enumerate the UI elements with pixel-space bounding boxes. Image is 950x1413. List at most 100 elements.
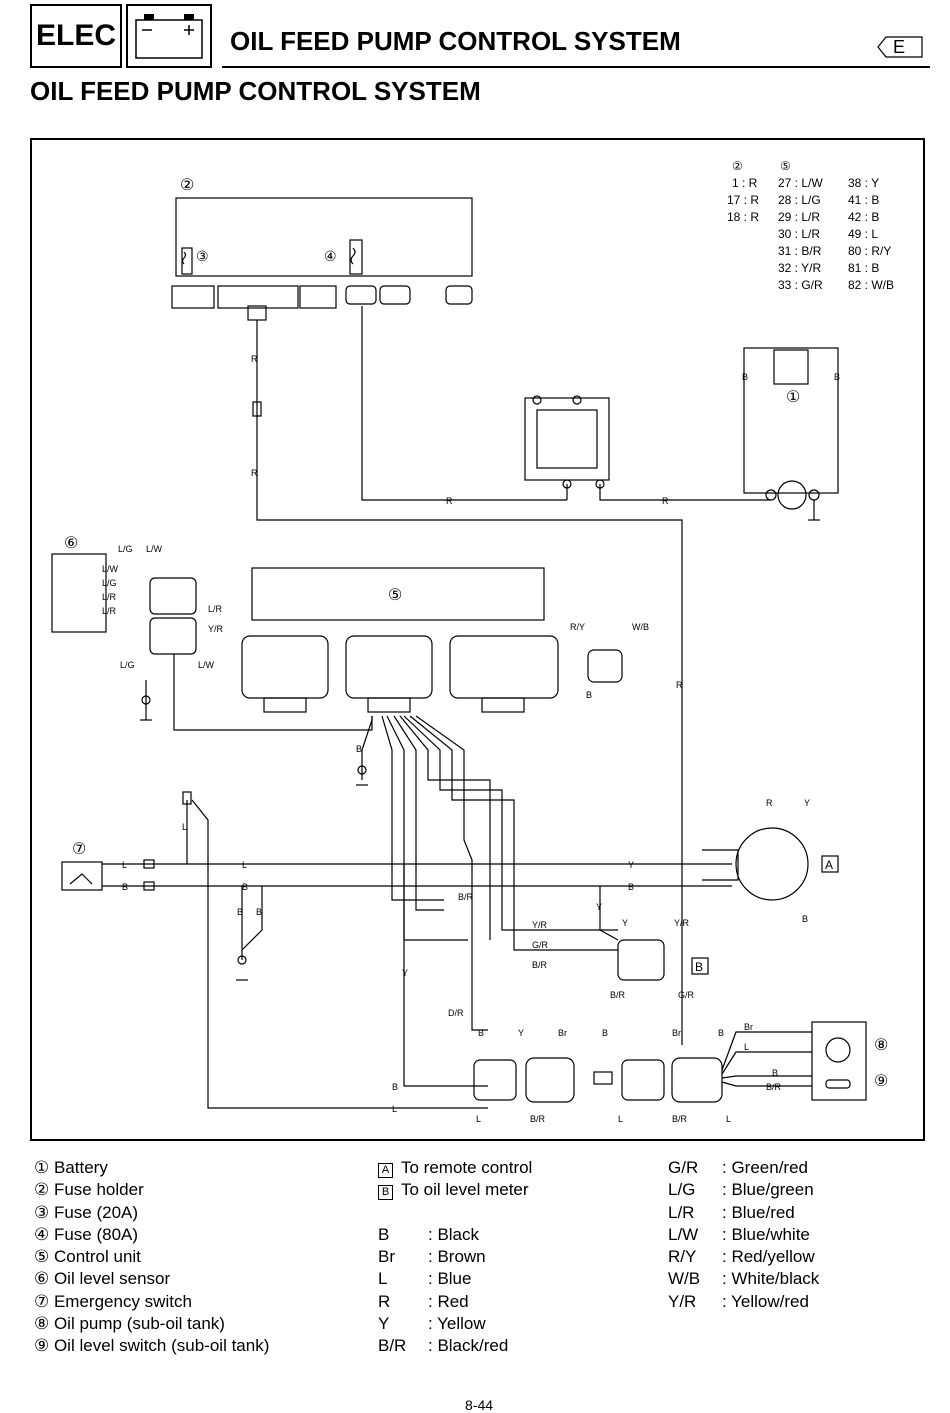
legend-color-code: L/W: [668, 1224, 699, 1244]
legend-destination: A To remote control: [378, 1157, 532, 1179]
wire-label-r-2: R: [251, 468, 258, 478]
battery: ① B B: [742, 347, 840, 521]
wire-label-b-st1: B: [478, 1028, 484, 1038]
wire-label-l-op: L: [744, 1042, 749, 1052]
wire-label-lg: L/G: [102, 578, 117, 588]
wire-label-gr: G/R: [532, 940, 549, 950]
pin-cu-8: 41 : B: [848, 193, 879, 207]
legend-item: ① Battery: [34, 1158, 108, 1177]
legend-colors-right: G/R: Green/red L/G: Blue/green L/R: Blue…: [668, 1157, 819, 1313]
legend-color-code: Y/R: [668, 1291, 697, 1311]
legend-colors-mid: A To remote control B To oil level meter B…: [378, 1157, 532, 1358]
legend-color-code: R/Y: [668, 1247, 697, 1267]
legend-color-code: L/G: [668, 1180, 696, 1200]
pin-fuse-1: 17 : R: [727, 193, 759, 207]
pin-cu-1: 28 : L/G: [778, 193, 821, 207]
wire-label-b-es3: B: [237, 907, 243, 917]
wire-label-lr-1: L/R: [102, 592, 117, 602]
oil-level-meter-connector: B Y Y/R B/R G/R: [610, 918, 709, 1000]
wire-label-r-3: R: [446, 496, 453, 506]
wire-label-b-batt-right: B: [834, 372, 840, 382]
legend-color-name: : Black: [428, 1224, 480, 1244]
wire-label-l-es3: L: [242, 860, 247, 870]
legend-destination-key: A: [378, 1163, 393, 1178]
wire-label-lw: L/W: [102, 564, 119, 574]
wire-label-l-st1: L: [476, 1114, 481, 1124]
emergency-switch: ⑦ L L B L B B B Y B L Y B Y: [61, 791, 732, 1114]
wire-label-y-rc2: Y: [804, 798, 810, 808]
pin-fuse-0: 1 : R: [732, 176, 758, 190]
wire-label-r-4: R: [662, 496, 669, 506]
wire-label-br-st3: B/R: [530, 1114, 546, 1124]
battery-icon: [126, 4, 212, 68]
wire-label-b-batt-left: B: [742, 372, 748, 382]
pin-cu-5: 32 : Y/R: [778, 261, 821, 275]
wire-label-l-es: L: [182, 822, 187, 832]
legend-color-code: R: [378, 1291, 391, 1311]
control-harness: B B/R Y/R G/R B/R D/R: [356, 715, 618, 1031]
fuse-holder: ② ③ ④: [171, 177, 473, 321]
legend-color: B : Black: [378, 1224, 532, 1246]
legend-color: R : Red: [378, 1291, 532, 1313]
legend-color-name: : Green/red: [722, 1158, 808, 1177]
legend-color-code: L: [378, 1269, 388, 1289]
wire-label-y-ol: Y: [596, 902, 602, 912]
wire-label-lw-bottom: L/W: [198, 660, 215, 670]
callout-4: ④: [324, 248, 337, 264]
legend-color-name: : Yellow: [428, 1314, 486, 1334]
wire-label-br-1: B/R: [458, 892, 474, 902]
legend-destination-text: To oil level meter: [401, 1180, 529, 1200]
page-header: ELEC OIL FEED PUMP CONTROL SYSTEM E: [30, 4, 930, 68]
legend-color-name: : Yellow/red: [722, 1291, 809, 1311]
legend-color-code: B: [378, 1224, 390, 1244]
pin-cu-7: 38 : Y: [848, 176, 879, 190]
legend-item: ⑧ Oil pump (sub-oil tank): [34, 1314, 225, 1334]
wire-label-b-es4: B: [256, 907, 262, 917]
legend-color: Y/R : Yellow/red: [668, 1291, 819, 1313]
legend-destination-key: B: [378, 1185, 393, 1201]
wire-label-b-rc: B: [628, 882, 634, 892]
pin-table-header-fuse: ②: [732, 159, 743, 173]
legend-item: ⑨ Oil level switch (sub-oil tank): [34, 1336, 270, 1356]
legend-color-code: B/R: [378, 1336, 407, 1356]
legend-item: ④ Fuse (80A): [34, 1224, 139, 1244]
section-tag: ELEC: [30, 4, 122, 68]
wire-label-l-es2: L: [122, 860, 127, 870]
wire-label-b-cu: B: [586, 690, 592, 700]
legend-color: L: Blue: [378, 1268, 532, 1290]
callout-1: ①: [786, 389, 800, 406]
wire-label-yr: Y/R: [208, 624, 224, 634]
legend-color: Y: Yellow: [378, 1313, 532, 1335]
section-title: OIL FEED PUMP CONTROL SYSTEM: [230, 26, 681, 56]
pin-fuse-2: 18 : R: [727, 210, 759, 224]
wire-label-y-st: Y: [518, 1028, 524, 1038]
wire-label-l-st2: L: [618, 1114, 623, 1124]
legend-color-code: W/B: [668, 1269, 701, 1289]
pin-cu-0: 27 : L/W: [778, 176, 823, 190]
legend-color-code: Br: [378, 1247, 395, 1267]
pin-cu-6: 33 : G/R: [778, 278, 823, 292]
wire-label-yr-harness: Y/R: [532, 920, 548, 930]
legend-color-name: : White/black: [722, 1269, 820, 1289]
callout-3: ③: [196, 248, 209, 264]
legend-color-name: : Red: [428, 1291, 469, 1311]
wire-label-b-harness: B: [356, 744, 362, 754]
legend-color: W/B : White/black: [668, 1268, 819, 1290]
wire-label-l-es4: L: [392, 1104, 397, 1114]
wire-label-dr: D/R: [448, 1008, 464, 1018]
wire-label-r-1: R: [251, 354, 258, 364]
wiring-diagram-svg: ② ⑤ 1 : R 17 : R 18 : R 27 : L/W 28 : L/…: [51, 159, 894, 1124]
language-badge: E: [872, 34, 926, 60]
legend-components: ① Battery ② Fuse holder ③ Fuse (20A) ④ F…: [34, 1157, 269, 1358]
wiring-diagram: ② ⑤ 1 : R 17 : R 18 : R 27 : L/W 28 : L/…: [30, 138, 925, 1141]
wire-label-y-es: Y: [402, 968, 408, 978]
callout-6: ⑥: [64, 535, 78, 552]
legend-color: L/G: Blue/green: [668, 1179, 819, 1201]
wire-label-lw-top: L/W: [146, 544, 163, 554]
wire-label-r-rc: R: [766, 798, 773, 808]
legend-color-code: G/R: [668, 1158, 699, 1177]
callout-7: ⑦: [72, 841, 86, 858]
legend-item: ⑦ Emergency switch: [34, 1291, 192, 1311]
wire-label-y-rc: Y: [628, 860, 634, 870]
legend-destination-text: To remote control: [401, 1158, 533, 1177]
